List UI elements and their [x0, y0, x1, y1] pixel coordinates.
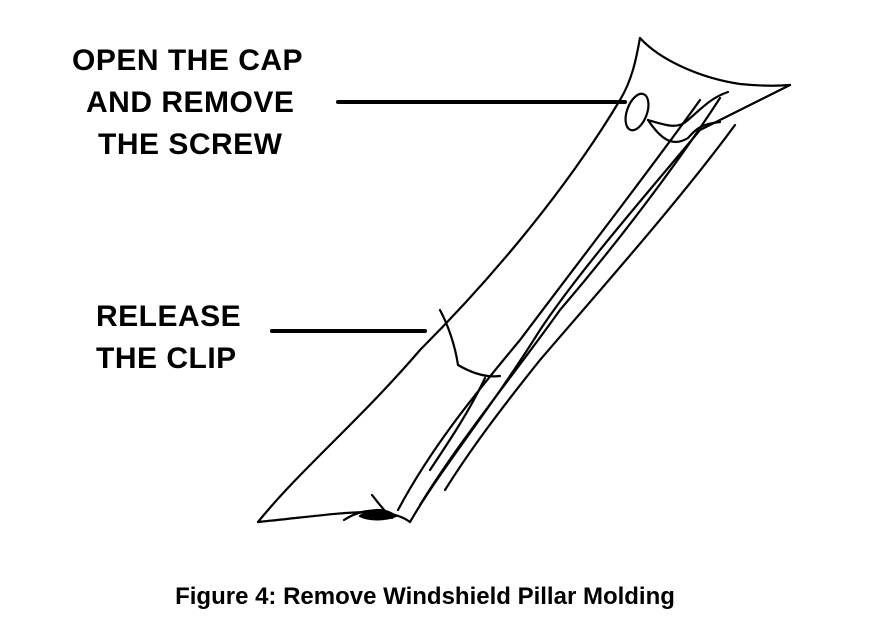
molding-left-edge: [256, 36, 642, 524]
callout-line: AND REMOVE: [86, 86, 295, 119]
molding-crease-1: [396, 98, 702, 512]
callout-open-cap-remove-screw: OPEN THE CAP AND REMOVE THE SCREW: [72, 40, 303, 166]
callout-release-clip: RELEASE THE CLIP: [96, 296, 241, 380]
callout-line: THE SCREW: [98, 128, 283, 161]
molding-bottom-fill: [358, 508, 398, 521]
molding-clip-seam: [438, 308, 502, 378]
figure-caption: Figure 4: Remove Windshield Pillar Moldi…: [175, 583, 675, 610]
screw-cap: [624, 92, 650, 132]
molding-cap-opening: [646, 90, 730, 127]
molding-top-cap: [638, 36, 792, 87]
molding-lower-seam: [428, 376, 487, 472]
callout-line: RELEASE: [96, 300, 242, 333]
callout-line: OPEN THE CAP: [72, 44, 304, 77]
molding-crease-3: [443, 123, 737, 492]
molding-cap-notch: [646, 118, 722, 144]
molding-crease-2: [418, 96, 722, 507]
callout-line: THE CLIP: [96, 342, 237, 375]
